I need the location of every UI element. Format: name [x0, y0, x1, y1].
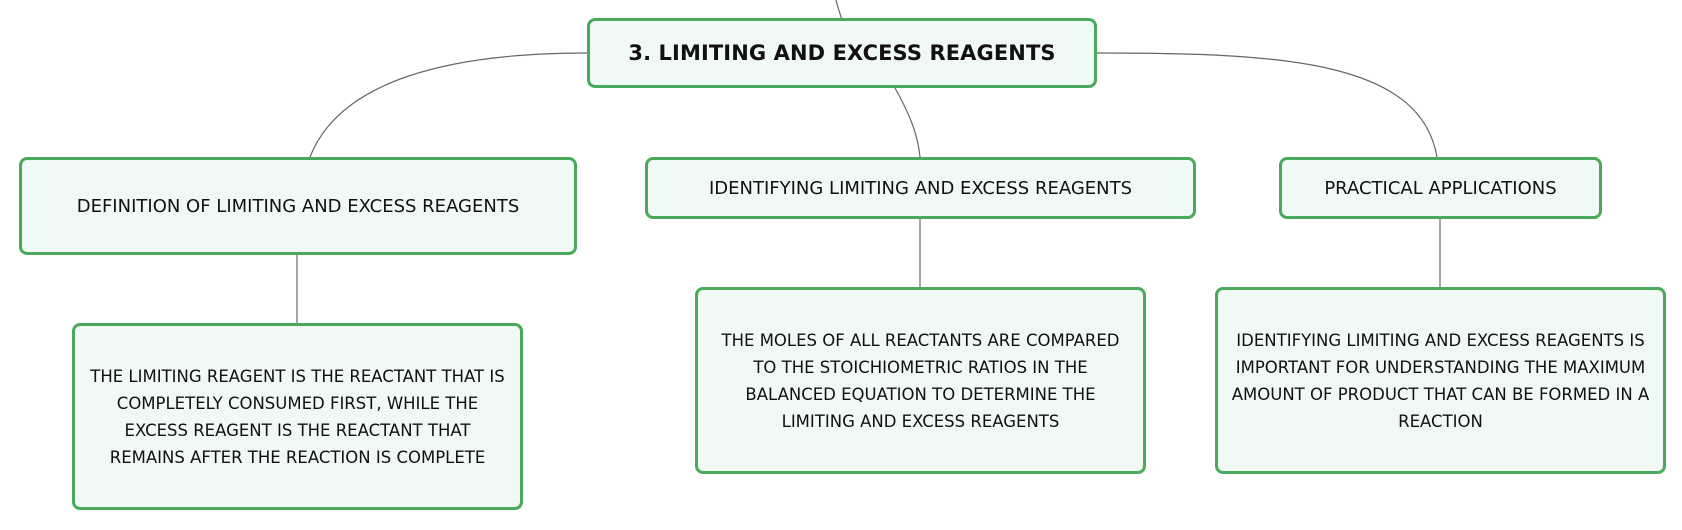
branch-node-identifying[interactable]: IDENTIFYING LIMITING AND EXCESS REAGENTS [645, 157, 1196, 219]
connector-root-to-definition [309, 52, 588, 158]
detail-node-text: IDENTIFYING LIMITING AND EXCESS REAGENTS… [1231, 330, 1650, 431]
detail-node-definition[interactable]: THE LIMITING REAGENT IS THE REACTANT THA… [72, 323, 523, 510]
branch-node-label: IDENTIFYING LIMITING AND EXCESS REAGENTS [708, 177, 1133, 199]
detail-node-identifying[interactable]: THE MOLES OF ALL REACTANTS ARE COMPARED … [695, 287, 1146, 474]
detail-node-text: THE MOLES OF ALL REACTANTS ARE COMPARED … [721, 330, 1120, 431]
branch-node-label: PRACTICAL APPLICATIONS [1324, 177, 1557, 199]
detail-node-text: THE LIMITING REAGENT IS THE REACTANT THA… [90, 366, 505, 467]
detail-node-applications[interactable]: IDENTIFYING LIMITING AND EXCESS REAGENTS… [1215, 287, 1666, 474]
root-node[interactable]: 3. LIMITING AND EXCESS REAGENTS [587, 18, 1097, 88]
branch-node-label: DEFINITION OF LIMITING AND EXCESS REAGEN… [76, 195, 520, 217]
connector-root-to-identifying [894, 87, 921, 158]
branch-node-definition[interactable]: DEFINITION OF LIMITING AND EXCESS REAGEN… [19, 157, 577, 255]
connector-root-to-applications [1096, 52, 1438, 158]
branch-node-applications[interactable]: PRACTICAL APPLICATIONS [1279, 157, 1602, 219]
root-node-label: 3. LIMITING AND EXCESS REAGENTS [628, 41, 1056, 65]
connector-from-parent [835, 0, 843, 21]
